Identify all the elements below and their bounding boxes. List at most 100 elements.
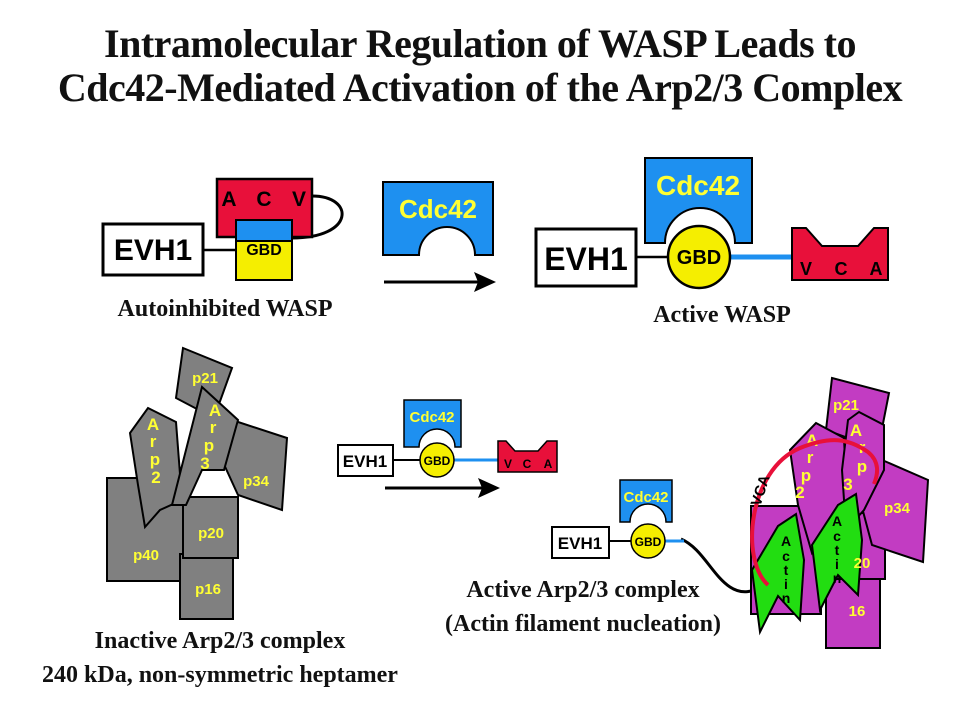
evh1-label: EVH1 <box>114 234 192 267</box>
arp3m-letter-4: 3 <box>843 475 852 494</box>
gbd-small-label: GBD <box>424 454 451 468</box>
actin2-letter-2: c <box>833 528 841 544</box>
evh1-label-active: EVH1 <box>544 241 628 277</box>
activation-arrowhead <box>474 272 496 292</box>
a-small-label: A <box>544 457 553 471</box>
arp2m-letter-4: 2 <box>795 483 804 502</box>
actin1-letter-5: n <box>782 590 791 606</box>
evh1-small-box <box>337 444 394 477</box>
p40-label: p40 <box>133 547 159 564</box>
arp3m-letter-3: p <box>857 457 867 476</box>
actin-monomers <box>750 492 864 636</box>
gbd-label-active: GBD <box>677 247 721 269</box>
cdc42-binding-step: Cdc42 <box>382 181 496 292</box>
p34-magenta-label: p34 <box>884 500 911 517</box>
caption-inactive-line-2: 240 kDa, non-symmetric heptamer <box>42 662 398 688</box>
cdc42-small-label: Cdc42 <box>409 409 454 426</box>
evh1-domain-box <box>101 222 205 277</box>
p16-magenta-partial-label: 16 <box>849 603 866 620</box>
cdc42-bound-label: Cdc42 <box>656 170 740 201</box>
actin-monomer-1 <box>750 512 806 636</box>
gbd-label: GBD <box>246 242 282 259</box>
gbd-circle <box>666 224 732 290</box>
active-wasp: Cdc42 GBD EVH1 V C A Active WASP <box>534 157 889 328</box>
arp2-letter-2: r <box>150 432 157 451</box>
gbd-small-circle <box>419 442 455 478</box>
domain-v-label: V <box>292 188 306 211</box>
subunit-arp2 <box>128 406 184 530</box>
arp2-letter-3: p <box>150 450 160 469</box>
evh1-small-label: EVH1 <box>343 452 387 471</box>
p16-label: p16 <box>195 581 221 598</box>
arp2-letter-1: A <box>147 415 159 434</box>
cdc42-small-block <box>403 399 462 448</box>
actin1-letter-2: c <box>782 548 790 564</box>
domain-a-label: A <box>221 188 236 211</box>
caption-active-arp-line-1: Active Arp2/3 complex <box>466 577 699 603</box>
actin2-letter-4: i <box>835 556 839 572</box>
actin-1-vertical-label: A c t i n <box>781 533 791 606</box>
inactive-arp23-complex <box>106 346 289 620</box>
actin1-letter-3: t <box>784 562 789 578</box>
active-arp23-labels: p21 p34 20 16 A r p 2 A r p 3 A c t i n … <box>781 397 911 620</box>
cdc42-bound-small-block <box>619 479 673 523</box>
vca-domain-active <box>791 227 889 281</box>
page-title-line-2: Cdc42-Mediated Activation of the Arp2/3 … <box>57 65 903 110</box>
domain-v-label-active: V <box>800 259 812 279</box>
cdc42-free-label: Cdc42 <box>399 194 477 224</box>
vca-strand-label: VCA <box>748 473 774 509</box>
actin2-letter-1: A <box>832 513 842 529</box>
caption-active-arp-line-2: (Actin filament nucleation) <box>445 611 721 637</box>
caption-inactive-line-1: Inactive Arp2/3 complex <box>95 628 346 654</box>
vca-strand <box>750 438 880 587</box>
arp3-letter-1: A <box>209 401 221 420</box>
arp3-letter-4: 3 <box>200 454 209 473</box>
inactive-arp23-labels: p40 p16 p20 p34 p21 A r p 2 A r p 3 Inac… <box>42 370 398 688</box>
p21-label: p21 <box>192 370 218 387</box>
arp3-letter-3: p <box>204 436 214 455</box>
page-title-line-1: Intramolecular Regulation of WASP Leads … <box>104 21 857 66</box>
p20-label: p20 <box>198 525 224 542</box>
arp3m-letter-1: A <box>850 421 862 440</box>
arp2-vertical-label: A r p 2 <box>147 415 161 487</box>
small-active-wasp: Cdc42 GBD EVH1 V C A <box>337 399 558 498</box>
actin2-letter-3: t <box>835 542 840 558</box>
domain-c-label-active: C <box>835 259 848 279</box>
subunit-arp3 <box>170 385 240 506</box>
cdc42-bound-small-label: Cdc42 <box>623 489 668 506</box>
arp3-vertical-label: A r p 3 <box>200 401 221 473</box>
cdc42-bound-block <box>644 157 753 244</box>
actin1-letter-4: i <box>784 576 788 592</box>
actin1-letter-1: A <box>781 533 791 549</box>
arp2m-letter-2: r <box>807 448 814 467</box>
evh1-bound-small-box <box>551 526 610 559</box>
vca-small-block <box>497 440 558 473</box>
caption-autoinhibited: Autoinhibited WASP <box>118 296 333 322</box>
actin-2-vertical-label: A c t i n <box>832 513 842 586</box>
gbd-bound-small-circle <box>630 523 666 559</box>
cdc42-free-block <box>382 181 494 256</box>
evh1-bound-small-label: EVH1 <box>558 534 602 553</box>
arp3-letter-2: r <box>210 418 217 437</box>
arp-activation-arrowhead <box>478 478 500 498</box>
actin2-letter-5: n <box>833 570 842 586</box>
actin-monomer-2 <box>810 492 864 614</box>
p21-magenta-label: p21 <box>833 397 859 414</box>
p34-label: p34 <box>243 473 270 490</box>
autoinhibited-wasp: A C V GBD EVH1 Autoinhibited WASP <box>101 177 344 322</box>
subunit-p16 <box>179 553 234 620</box>
caption-active-wasp: Active WASP <box>653 302 791 328</box>
subunit-p20 <box>182 496 239 559</box>
gbd-blue-cap <box>235 219 293 242</box>
active-arp23-wasp: Cdc42 GBD EVH1 <box>551 479 769 594</box>
c-small-label: C <box>523 457 532 471</box>
domain-a-label-active: A <box>870 259 883 279</box>
arp2m-letter-3: p <box>801 466 811 485</box>
arp2-letter-4: 2 <box>151 468 160 487</box>
p20-magenta-partial-label: 20 <box>854 555 871 572</box>
gbd-bound-small-label: GBD <box>635 535 662 549</box>
evh1-box-active <box>534 227 638 288</box>
domain-c-label: C <box>256 188 271 211</box>
v-small-label: V <box>504 457 512 471</box>
